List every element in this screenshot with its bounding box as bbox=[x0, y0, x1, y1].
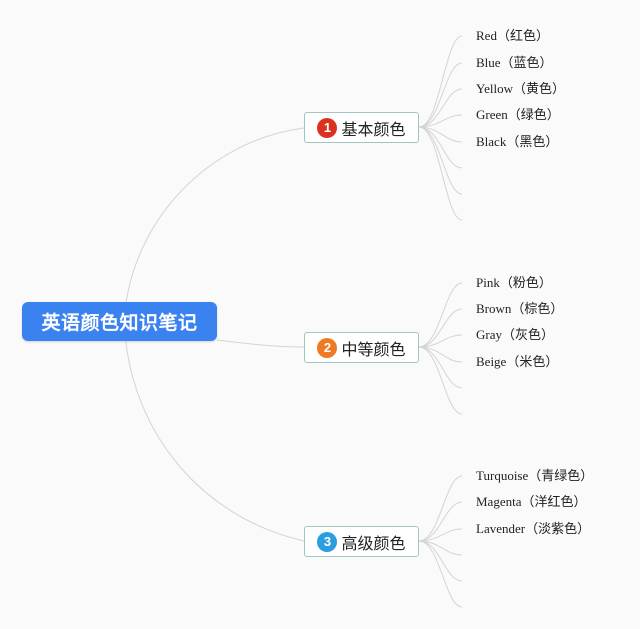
leaf-topic[interactable]: Red（红色） bbox=[476, 28, 549, 43]
leaf-topic[interactable]: Magenta（洋红色） bbox=[476, 494, 587, 509]
branch-leaf-connector bbox=[418, 35, 463, 128]
branch-leaf-connector bbox=[418, 62, 463, 128]
leaf-topic[interactable]: Brown（棕色） bbox=[476, 301, 564, 316]
branch-leaf-connector bbox=[418, 126, 463, 195]
leaf-topic[interactable]: Green（绿色） bbox=[476, 107, 560, 122]
leaf-topic[interactable]: Turquoise（青绿色） bbox=[476, 468, 594, 483]
branch-leaf-connector bbox=[418, 334, 463, 348]
branch-topic-2[interactable]: 2 中等颜色 bbox=[304, 332, 419, 363]
leaf-topic[interactable]: Blue（蓝色） bbox=[476, 55, 553, 70]
root-branch-connector bbox=[123, 321, 305, 542]
branch-leaf-connector bbox=[418, 114, 463, 128]
leaf-topic[interactable]: Black（黑色） bbox=[476, 134, 559, 149]
leaf-topic[interactable]: Beige（米色） bbox=[476, 354, 559, 369]
number-badge-1: 1 bbox=[317, 117, 338, 138]
branch-label-1: 基本颜色 bbox=[341, 119, 406, 139]
root-topic-label: 英语颜色知识笔记 bbox=[41, 312, 198, 334]
branch-label-3: 高级颜色 bbox=[341, 533, 406, 553]
branch-leaf-connector bbox=[418, 88, 463, 128]
leaf-topic[interactable]: Pink（粉色） bbox=[476, 275, 552, 290]
number-badge-3: 3 bbox=[317, 531, 338, 552]
root-branch-connector bbox=[123, 127, 305, 323]
branch-topic-1[interactable]: 1 基本颜色 bbox=[304, 112, 419, 143]
root-topic[interactable]: 英语颜色知识笔记 bbox=[22, 302, 217, 341]
branch-leaf-connector bbox=[418, 540, 463, 608]
root-branch-connector bbox=[216, 339, 305, 348]
leaf-topic[interactable]: Lavender（淡紫色） bbox=[476, 521, 591, 536]
branch-topic-3[interactable]: 3 高级颜色 bbox=[304, 526, 419, 557]
branch-leaf-connector bbox=[418, 126, 463, 221]
leaf-topic[interactable]: Yellow（黄色） bbox=[476, 81, 565, 96]
number-badge-2: 2 bbox=[317, 337, 338, 358]
branch-leaf-connector bbox=[418, 501, 463, 542]
branch-leaf-connector bbox=[418, 308, 463, 348]
branch-leaf-connector bbox=[418, 346, 463, 415]
leaf-topic[interactable]: Gray（灰色） bbox=[476, 327, 554, 342]
branch-leaf-connector bbox=[418, 475, 463, 542]
branch-label-2: 中等颜色 bbox=[341, 339, 406, 359]
branch-leaf-connector bbox=[418, 528, 463, 542]
branch-leaf-connector bbox=[418, 282, 463, 348]
